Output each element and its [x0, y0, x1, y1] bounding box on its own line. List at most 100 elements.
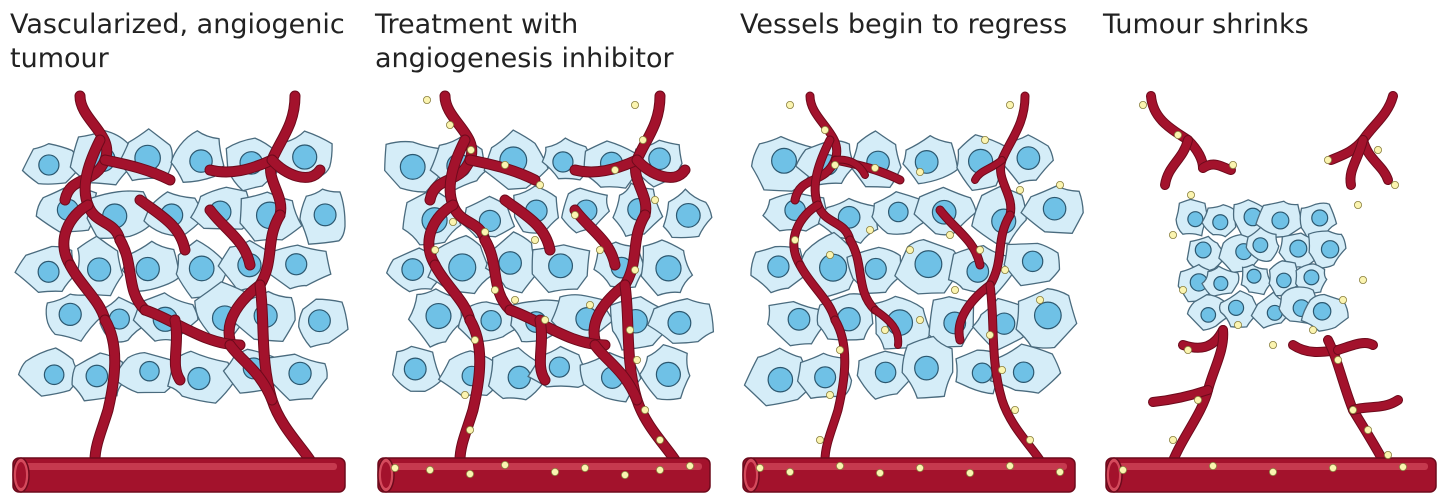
inhibitor-dot	[1005, 461, 1014, 470]
vessel	[790, 201, 822, 269]
inhibitor-dot	[449, 217, 458, 226]
cell-nucleus	[655, 255, 682, 282]
main-blood-vessel	[377, 457, 711, 493]
inhibitor-dot	[1373, 145, 1382, 154]
panel-vessels-regress: Vessels begin to regress	[740, 0, 1085, 498]
cell-nucleus	[1187, 211, 1204, 228]
vessel	[255, 210, 285, 290]
tumour-cell-mass	[1175, 198, 1349, 332]
main-vessel-highlight	[751, 463, 1067, 470]
main-vessel-lumen	[16, 462, 26, 488]
vessel	[205, 205, 255, 270]
panel-title-line1: Treatment with	[375, 9, 579, 40]
inhibitor-dot	[585, 300, 594, 309]
cell-nucleus	[401, 258, 425, 281]
vessel	[986, 211, 1014, 289]
vessel	[535, 315, 550, 385]
inhibitor-dot	[655, 465, 664, 474]
inhibitor-dot	[510, 295, 519, 304]
inhibitor-dot	[1338, 295, 1347, 304]
tumour-vessels	[789, 91, 1045, 465]
inhibitor-dot	[530, 235, 539, 244]
panel-title-line2: tumour	[10, 43, 109, 74]
cell-nucleus	[188, 255, 215, 282]
inhibitor-dot	[1323, 155, 1332, 164]
vessel	[59, 200, 93, 270]
inhibitor-dot	[980, 135, 989, 144]
inhibitor-dot	[1184, 345, 1193, 354]
vessel	[480, 235, 515, 315]
vessel	[832, 156, 868, 178]
cell-nucleus	[814, 366, 837, 389]
inhibitor-dot	[836, 345, 845, 354]
cell-nucleus	[914, 150, 939, 174]
vessel	[955, 281, 994, 344]
vessel	[225, 340, 277, 405]
cell-nucleus	[771, 147, 798, 174]
cell-nucleus	[767, 366, 794, 393]
inhibitor-dot	[985, 330, 994, 339]
vessel	[500, 195, 555, 255]
inhibitor-dot	[915, 167, 924, 176]
cell-nucleus	[914, 250, 943, 279]
vessel	[846, 236, 879, 314]
inhibitor-dot	[1169, 435, 1178, 444]
vessel	[620, 210, 650, 290]
inhibitor-dot	[481, 227, 490, 236]
inhibitor-dot	[786, 101, 795, 110]
cell-nucleus	[1213, 275, 1229, 292]
inhibitor-dot	[446, 121, 455, 130]
inhibitor-dot	[826, 390, 835, 399]
inhibitor-dot	[1000, 265, 1009, 274]
inhibitor-dot	[1055, 180, 1064, 189]
vessel	[430, 260, 475, 325]
vessel	[1334, 338, 1377, 354]
panel-title-line2: angiogenesis inhibitor	[375, 43, 674, 74]
inhibitor-dot	[570, 210, 579, 219]
cell-nucleus	[675, 202, 701, 228]
inhibitor-dot	[638, 135, 647, 144]
inhibitor-dot	[786, 467, 795, 476]
inhibitor-dot	[466, 425, 475, 434]
vessel	[570, 205, 620, 270]
cell-nucleus	[1252, 237, 1269, 254]
inhibitor-dot	[550, 467, 559, 476]
tumour-cell-mass	[743, 130, 1084, 407]
main-vessel-highlight	[1114, 463, 1428, 470]
panel-title: Vessels begin to regress	[740, 8, 1100, 42]
inhibitor-dot	[875, 468, 884, 477]
inhibitor-dot	[836, 461, 845, 470]
inhibitor-dot	[390, 463, 399, 472]
inhibitor-dot	[1333, 355, 1342, 364]
vessel	[821, 316, 849, 464]
inhibitor-dot	[630, 265, 639, 274]
panel-title-line1: Tumour shrinks	[1103, 9, 1309, 40]
vessel	[972, 157, 1005, 183]
tumour-shrinks-illustration	[1105, 91, 1437, 493]
cell-nucleus	[548, 356, 571, 378]
cell-nucleus	[285, 253, 308, 276]
cell-nucleus	[655, 361, 681, 387]
vessel	[170, 315, 185, 385]
inhibitor-dot	[1328, 463, 1337, 472]
vessels-regress-illustration	[742, 91, 1084, 493]
cell-nucleus	[1303, 269, 1320, 286]
cell-nucleus	[914, 355, 939, 381]
main-vessel-highlight	[386, 463, 702, 470]
cell-nucleus	[1016, 146, 1041, 170]
inhibitor-dot	[1055, 467, 1064, 476]
inhibitor-dot	[1308, 325, 1317, 334]
cell-nucleus	[135, 256, 160, 282]
cell-nucleus	[971, 362, 993, 384]
panel-treatment-inhibitor: Treatment with angiogenesis inhibitor	[375, 0, 720, 498]
cell-nucleus	[498, 251, 522, 275]
cell-nucleus	[864, 257, 887, 281]
inhibitor-dot	[685, 461, 694, 470]
inhibitor-dot	[461, 390, 470, 399]
inhibitor-dot	[1118, 465, 1127, 474]
inhibitor-dot	[965, 468, 974, 477]
vessel	[115, 235, 150, 315]
cell-nucleus	[1194, 241, 1212, 259]
inhibitor-dot	[466, 469, 475, 478]
cell-nucleus	[1042, 196, 1067, 221]
